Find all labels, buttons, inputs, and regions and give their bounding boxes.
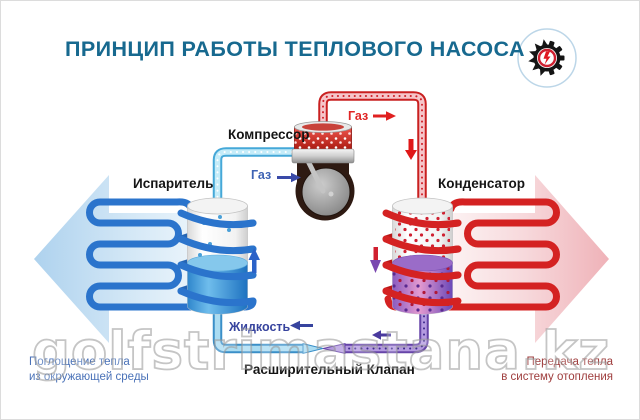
flow-arrow-down-hot-icon <box>405 139 417 160</box>
evaporator-coil <box>177 209 257 307</box>
condenser-coil <box>382 209 462 307</box>
flow-arrow-gas-hot-icon <box>373 111 396 121</box>
brand-logo-icon <box>517 28 577 88</box>
flow-arrow-liquid-icon <box>290 320 313 331</box>
heat-out-arrow <box>439 175 609 343</box>
gas-pipe-cold <box>212 147 300 210</box>
flow-arrow-liquid-hot-icon <box>372 330 391 340</box>
compressor-unit <box>291 121 355 221</box>
flow-arrow-condensing-icon <box>370 247 381 273</box>
flow-arrow-evaporating-icon <box>248 248 260 273</box>
liquid-pipe-hot <box>342 300 429 354</box>
flow-arrow-gas-cold-icon <box>277 172 301 183</box>
expansion-valve <box>302 342 346 355</box>
liquid-pipe-cold <box>212 301 304 354</box>
gas-pipe-hot <box>318 91 427 210</box>
